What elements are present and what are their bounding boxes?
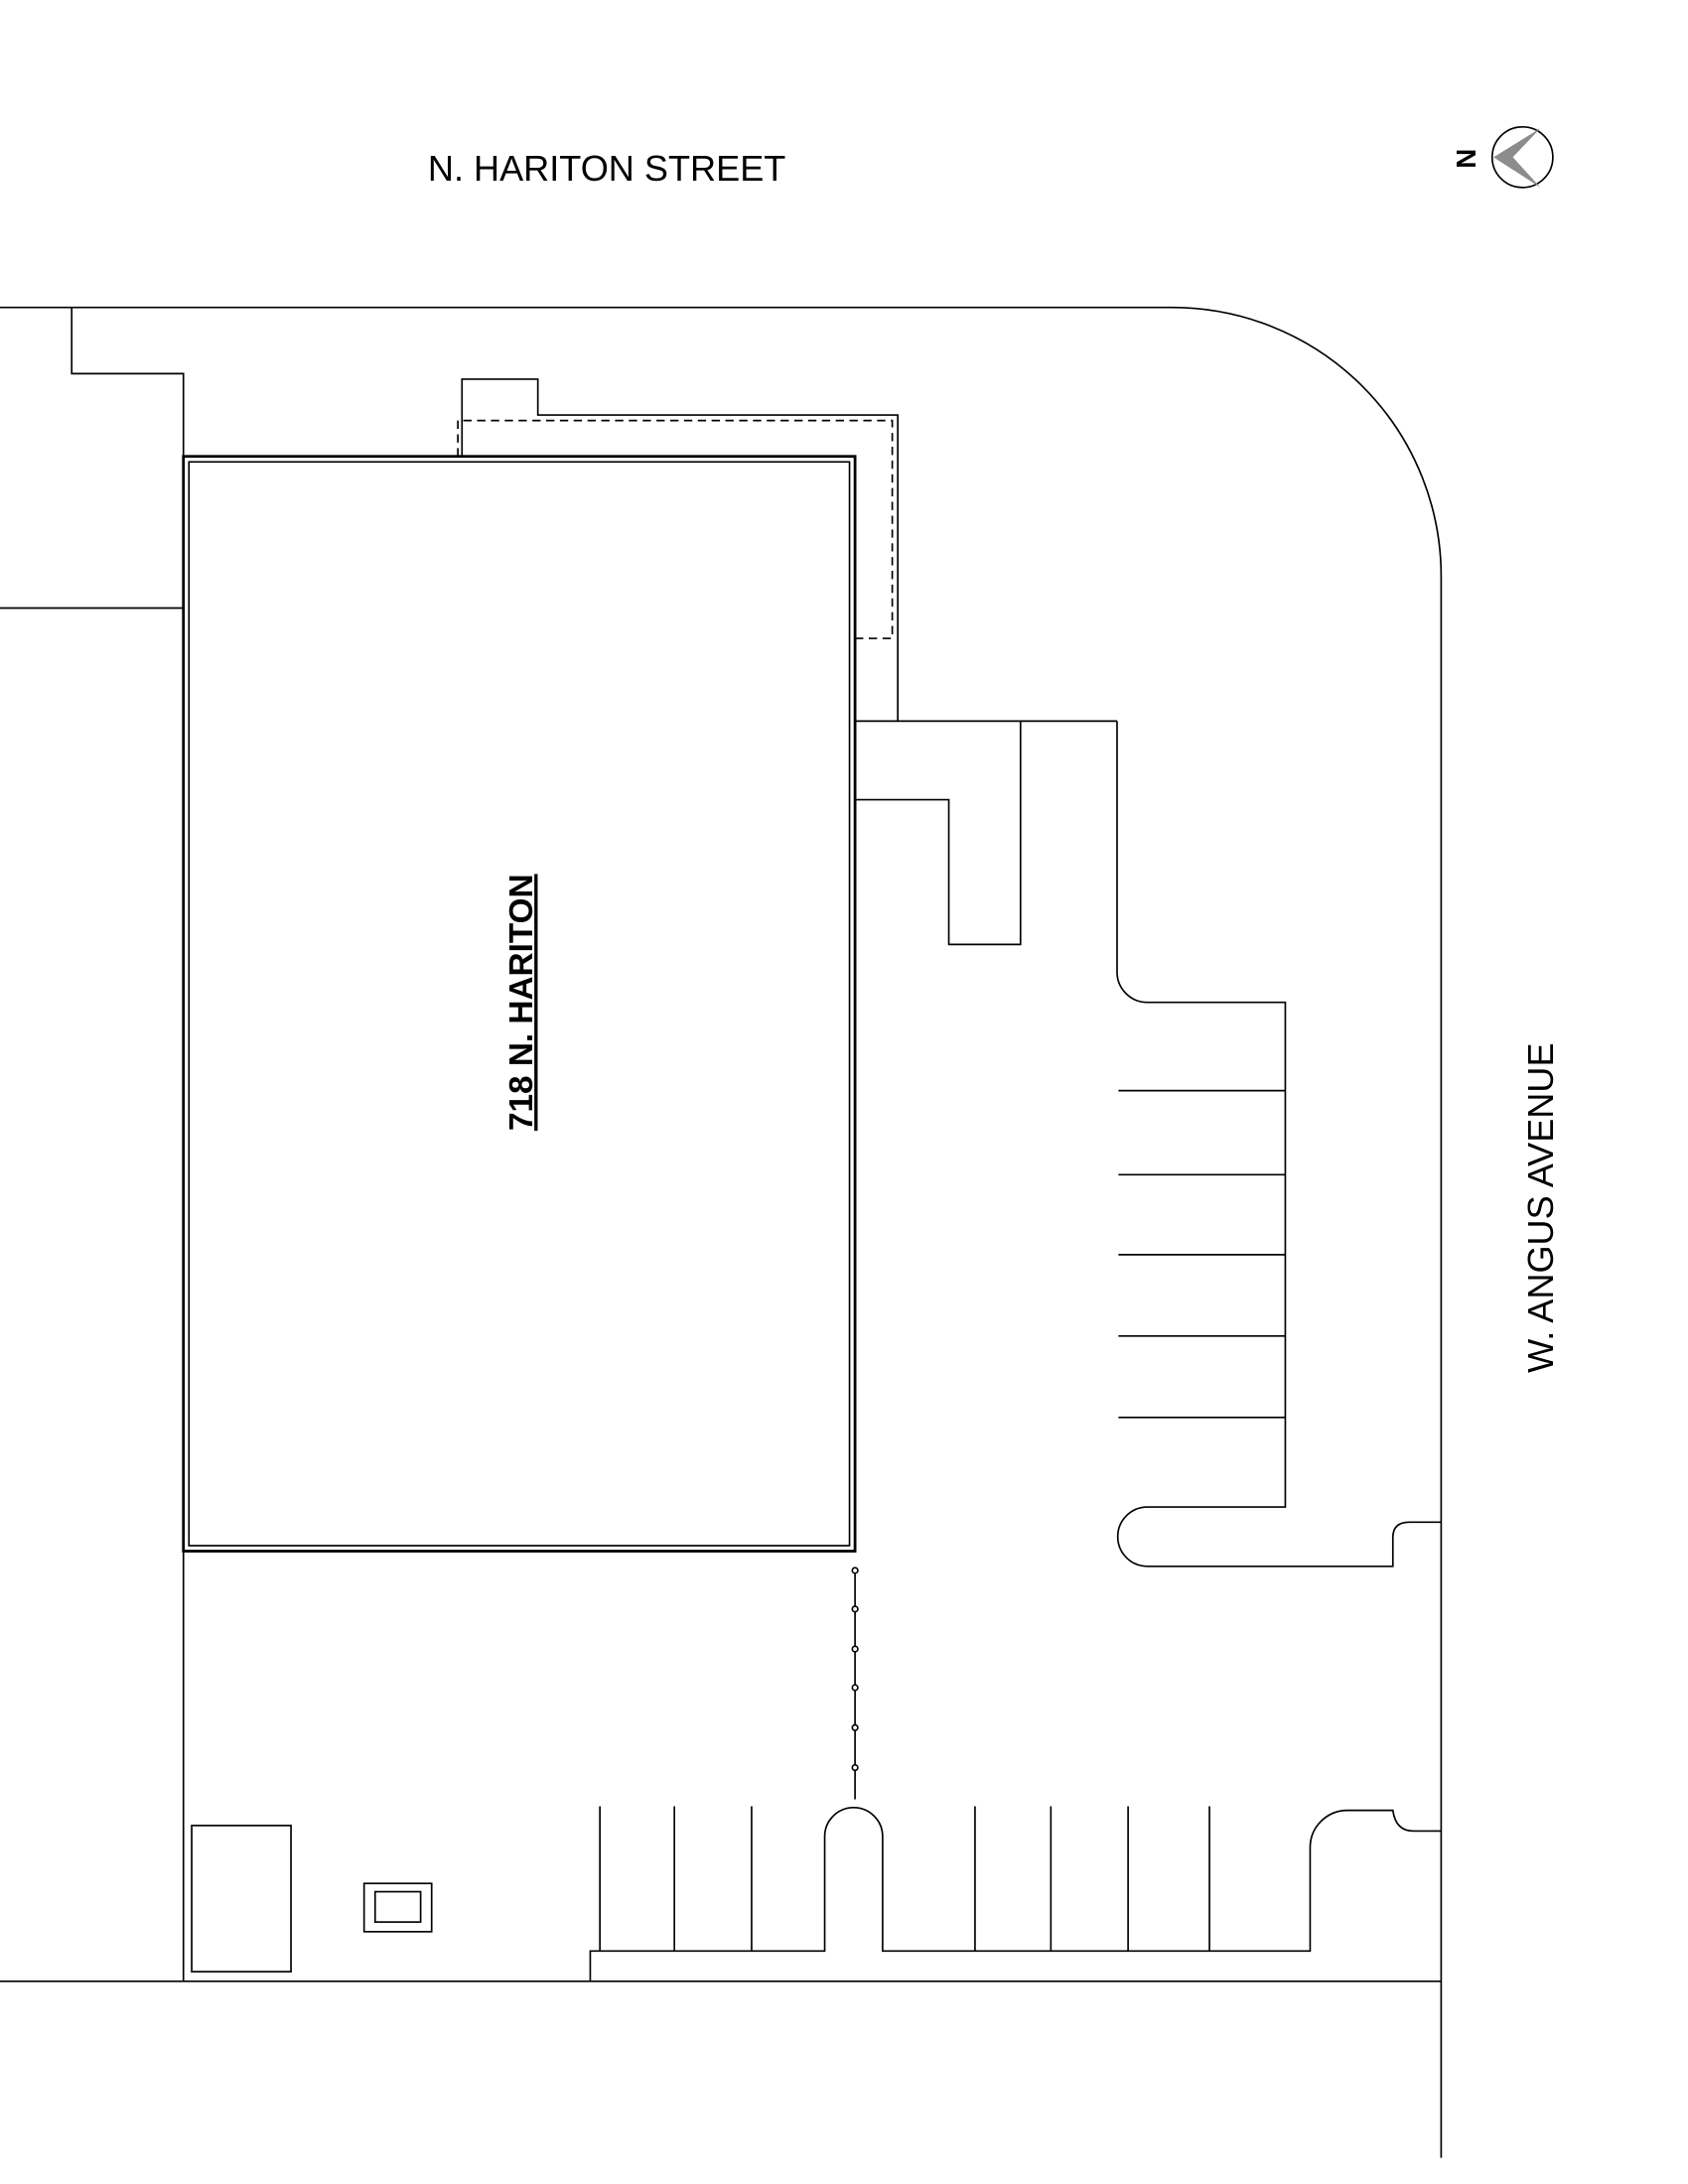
adjacent-lot-line: [70, 307, 185, 1981]
walkway: [855, 720, 1117, 946]
fence-post: [851, 1723, 859, 1731]
utility-pad-outer: [362, 1882, 433, 1933]
north-arrow: N: [1451, 125, 1554, 189]
parking-curb-south: [589, 1807, 1442, 1981]
fence-post: [851, 1763, 859, 1772]
building-addition: [461, 378, 899, 722]
parking-stalls-east: [1118, 1089, 1286, 1419]
fence-post: [851, 1567, 859, 1574]
dumpster-enclosure: [191, 1825, 292, 1973]
north-letter: N: [1451, 149, 1481, 169]
building-address: 718 N. HARITON: [503, 874, 540, 1131]
fence-post: [851, 1684, 859, 1692]
fence-post: [851, 1645, 859, 1653]
dashed-overhang: [457, 419, 894, 639]
street-label-north: N. HARITON STREET: [428, 148, 785, 189]
street-label-east-wrap: W. ANGUS AVENUE: [1520, 1042, 1561, 1372]
fence-line: [851, 1567, 859, 1800]
building-label: 718 N. HARITON: [503, 874, 540, 1131]
fence-post: [851, 1605, 859, 1613]
building-outline-outer: [182, 455, 857, 1553]
parking-stalls-south: [599, 1806, 1210, 1952]
building-outline-inner: [188, 461, 851, 1547]
lot-boundary-top: [0, 306, 1443, 2158]
north-arrow-icon: [1490, 125, 1554, 189]
street-label-east: W. ANGUS AVENUE: [1520, 1042, 1561, 1372]
north-arrow-head: [1493, 128, 1541, 188]
parking-island-east: [1116, 721, 1442, 1568]
utility-pad-inner: [373, 1890, 422, 1923]
